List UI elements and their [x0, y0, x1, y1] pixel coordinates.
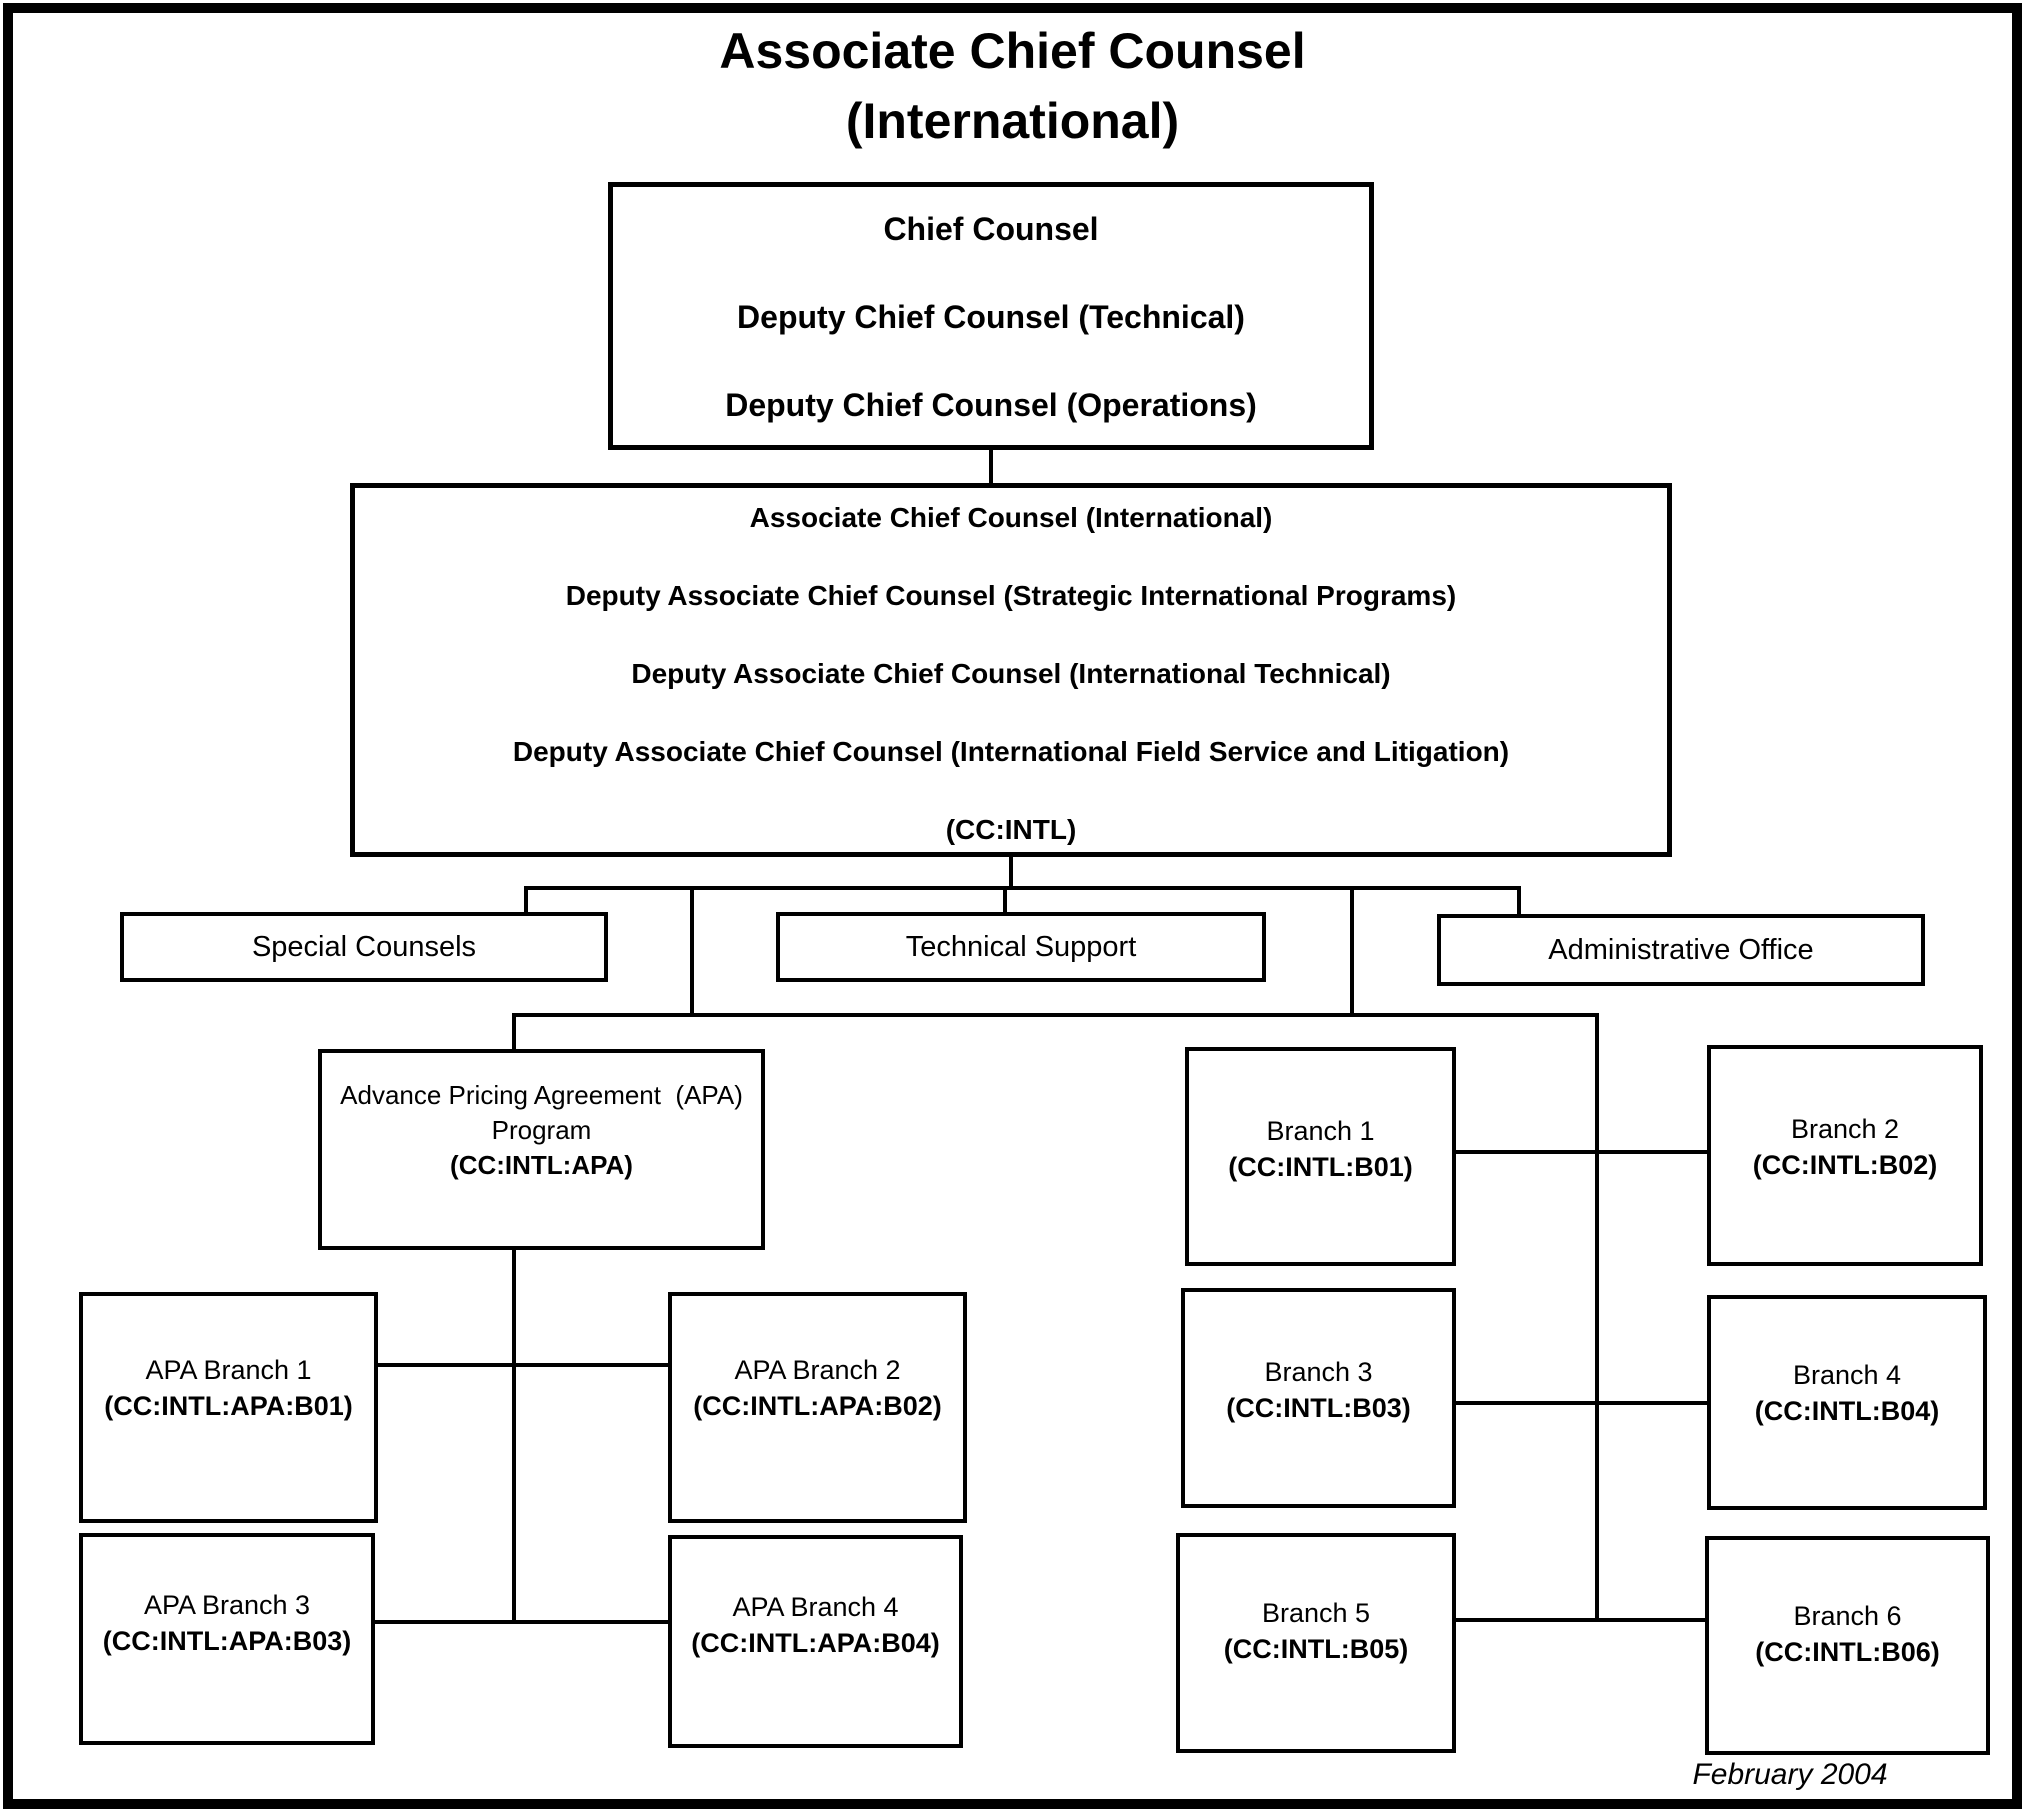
connector-apa-branch-row-1: [378, 1363, 668, 1367]
apa-branch-3-box: APA Branch 3 (CC:INTL:APA:B03): [79, 1533, 375, 1745]
connector-pass-right: [1350, 890, 1354, 1013]
branch-5-box: Branch 5 (CC:INTL:B05): [1176, 1533, 1456, 1753]
chief-counsel-line: Chief Counsel: [883, 211, 1099, 247]
branch-6-box: Branch 6 (CC:INTL:B06): [1705, 1536, 1990, 1755]
outer-border: [3, 3, 2022, 1809]
connector-branch-row-2: [1456, 1401, 1707, 1405]
connector-apa-column: [512, 1250, 516, 1624]
dacc-international-field-service-litigation-line: Deputy Associate Chief Counsel (Internat…: [512, 736, 1510, 767]
branch-3-name: Branch 3: [1264, 1357, 1373, 1387]
footer-date: February 2004: [1692, 1758, 1888, 1791]
apa-program-line2: Program: [491, 1115, 592, 1145]
branch-4-name: Branch 4: [1792, 1360, 1902, 1390]
branch-2-box: Branch 2 (CC:INTL:B02): [1707, 1045, 1983, 1266]
branch-5-name: Branch 5: [1261, 1598, 1371, 1628]
connector-apa-branch-row-2: [375, 1620, 668, 1624]
connector-branch-row-1: [1456, 1150, 1707, 1154]
branch-4-code: (CC:INTL:B04): [1754, 1396, 1940, 1426]
associate-chief-counsel-international-box: Associate Chief Counsel (International) …: [350, 483, 1672, 857]
apa-branch-2-code: (CC:INTL:APA:B02): [693, 1391, 942, 1421]
apa-program-code: (CC:INTL:APA): [450, 1150, 633, 1180]
cc-intl-code: (CC:INTL): [945, 814, 1077, 845]
branch-1-name: Branch 1: [1266, 1116, 1375, 1146]
branch-3-box: Branch 3 (CC:INTL:B03): [1181, 1288, 1456, 1508]
apa-branch-4-name: APA Branch 4: [732, 1592, 899, 1622]
connector-chief-to-intl: [989, 450, 993, 483]
connector-drop-technical-support: [1003, 890, 1007, 912]
apa-branch-1-code: (CC:INTL:APA:B01): [104, 1391, 353, 1421]
technical-support-box: Technical Support: [776, 912, 1266, 982]
branch-6-name: Branch 6: [1793, 1601, 1902, 1631]
special-counsels-label: Special Counsels: [251, 930, 477, 963]
connector-upper-rail: [524, 886, 1521, 890]
branch-5-code: (CC:INTL:B05): [1223, 1634, 1409, 1664]
chief-counsel-box: Chief Counsel Deputy Chief Counsel (Tech…: [608, 182, 1374, 450]
connector-pass-left: [690, 890, 694, 1013]
branch-4-box: Branch 4 (CC:INTL:B04): [1707, 1295, 1987, 1510]
apa-program-line1: Advance Pricing Agreement (APA): [340, 1080, 743, 1110]
technical-support-label: Technical Support: [905, 930, 1137, 963]
special-counsels-box: Special Counsels: [120, 912, 608, 982]
apa-branch-2-box: APA Branch 2 (CC:INTL:APA:B02): [668, 1292, 967, 1523]
connector-lower-rail: [512, 1013, 1599, 1017]
dacc-international-technical-line: Deputy Associate Chief Counsel (Internat…: [631, 658, 1391, 689]
apa-branch-4-code: (CC:INTL:APA:B04): [691, 1628, 940, 1658]
connector-intl-to-rail: [1009, 857, 1013, 890]
deputy-chief-counsel-operations-line: Deputy Chief Counsel (Operations): [725, 387, 1257, 423]
dacc-strategic-international-programs-line: Deputy Associate Chief Counsel (Strategi…: [565, 580, 1457, 611]
connector-drop-special-counsels: [524, 890, 528, 912]
connector-drop-administrative-office: [1517, 890, 1521, 914]
apa-branch-1-name: APA Branch 1: [145, 1355, 312, 1385]
deputy-chief-counsel-technical-line: Deputy Chief Counsel (Technical): [737, 299, 1245, 335]
apa-branch-3-name: APA Branch 3: [143, 1590, 311, 1620]
apa-branch-1-box: APA Branch 1 (CC:INTL:APA:B01): [79, 1292, 378, 1523]
apa-branch-3-code: (CC:INTL:APA:B03): [102, 1626, 352, 1656]
administrative-office-box: Administrative Office: [1437, 914, 1925, 986]
apa-program-box: Advance Pricing Agreement (APA) Program …: [318, 1049, 765, 1250]
administrative-office-label: Administrative Office: [1548, 933, 1814, 966]
apa-branch-2-name: APA Branch 2: [734, 1355, 901, 1385]
branch-1-code: (CC:INTL:B01): [1228, 1152, 1413, 1182]
branch-2-name: Branch 2: [1790, 1114, 1900, 1144]
page-title: Associate Chief Counsel (International): [0, 16, 2025, 156]
apa-branch-4-box: APA Branch 4 (CC:INTL:APA:B04): [668, 1535, 963, 1748]
branch-3-code: (CC:INTL:B03): [1226, 1393, 1411, 1423]
branch-1-box: Branch 1 (CC:INTL:B01): [1185, 1047, 1456, 1266]
branch-2-code: (CC:INTL:B02): [1752, 1150, 1938, 1180]
acc-international-line: Associate Chief Counsel (International): [749, 502, 1273, 533]
branch-6-code: (CC:INTL:B06): [1755, 1637, 1940, 1667]
connector-branch-row-3: [1456, 1618, 1705, 1622]
connector-drop-apa-program: [512, 1017, 516, 1049]
page-title-line2: (International): [845, 93, 1180, 149]
connector-branch-column: [1595, 1017, 1599, 1622]
page-title-line1: Associate Chief Counsel: [719, 23, 1306, 79]
